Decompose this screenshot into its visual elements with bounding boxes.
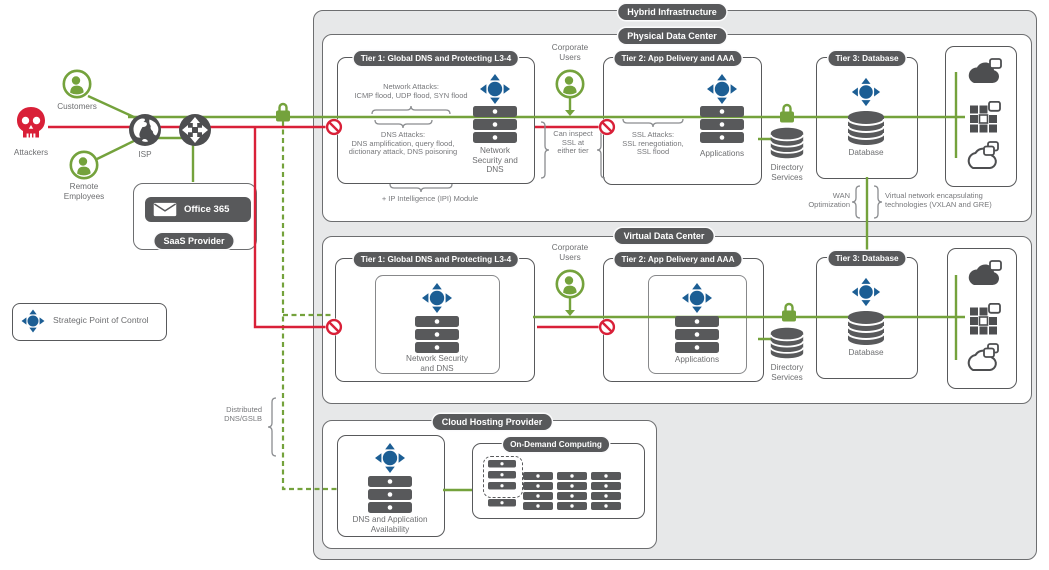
blocked-icon-physical-tier2	[598, 118, 616, 136]
virtual-tier1-label: Tier 1: Global DNS and Protecting L3-4	[353, 252, 519, 267]
office-365-label: Office 365	[184, 204, 230, 215]
customers-label: Customers	[57, 102, 97, 111]
cloud-outline-icon	[962, 141, 1002, 171]
virtual-lock-icon	[781, 301, 797, 322]
corporate-users-icon	[555, 69, 585, 99]
cloud-dns-server-icon	[368, 476, 412, 513]
attackers-label: Attackers	[13, 148, 49, 157]
virtual-directory-icon	[769, 326, 805, 360]
physical-lock-icon	[779, 102, 795, 123]
envelope-icon	[153, 202, 177, 217]
on-demand-burst-server-3	[488, 482, 516, 490]
virtual-tier2-server-icon	[675, 316, 719, 353]
virtual-tier1-server-icon	[415, 316, 459, 353]
router-icon	[178, 113, 212, 147]
on-demand-server-r3c2	[523, 492, 553, 500]
physical-tier1-spoc-icon	[478, 72, 512, 106]
cloud-outline-icon-virtual	[962, 343, 1002, 373]
virtual-database-label: Database	[848, 348, 884, 357]
physical-tier3-spoc-icon	[850, 76, 882, 108]
isp-globe-icon	[128, 113, 162, 147]
remote-employees-icon	[69, 150, 99, 180]
virtual-tier3-spoc-icon	[850, 276, 882, 308]
isp-label: ISP	[138, 150, 152, 159]
physical-database-label: Database	[848, 148, 884, 157]
virtual-tier2-spoc-icon	[680, 281, 714, 315]
corporate-users-virtual-icon	[555, 269, 585, 299]
blocked-icon-virtual-tier1	[325, 318, 343, 336]
on-demand-server-r4c4	[591, 502, 621, 510]
ipi-module-note: + IP Intelligence (IPI) Module	[381, 194, 479, 203]
physical-tier1-label: Tier 1: Global DNS and Protecting L3-4	[353, 51, 519, 66]
cloud-hosting-label: Cloud Hosting Provider	[432, 414, 552, 430]
on-demand-server-r1c3	[557, 472, 587, 480]
physical-applications-label: Applications	[699, 149, 745, 158]
virtual-tier1-spoc-icon	[420, 281, 454, 315]
ssl-attacks-note: SSL Attacks:SSL renegotiation,SSL flood	[622, 130, 684, 157]
virtual-applications-label: Applications	[674, 355, 720, 364]
office-365-badge: Office 365	[145, 197, 251, 222]
physical-tier1-server-icon	[473, 106, 517, 143]
apps-grid-icon	[967, 101, 1001, 133]
on-demand-server-r3c3	[557, 492, 587, 500]
virtual-database-icon	[846, 310, 886, 346]
edge-lock-icon	[275, 101, 291, 122]
on-demand-server-r2c4	[591, 482, 621, 490]
cloud-workload-icon-virtual	[963, 260, 1003, 288]
legend-spoc-label: Strategic Point of Control	[53, 315, 149, 325]
physical-dc-label: Physical Data Center	[618, 28, 726, 44]
physical-tier2-label: Tier 2: App Delivery and AAA	[614, 51, 742, 66]
physical-tier2-server-icon	[700, 106, 744, 143]
legend-spoc-icon	[20, 308, 46, 334]
physical-directory-icon	[769, 126, 805, 160]
physical-database-icon	[846, 110, 886, 146]
on-demand-label: On-Demand Computing	[503, 437, 609, 452]
on-demand-burst-server-1	[488, 460, 516, 468]
hybrid-infrastructure-label: Hybrid Infrastructure	[618, 4, 726, 20]
on-demand-server-r4c3	[557, 502, 587, 510]
cloud-workload-icon	[963, 58, 1003, 86]
virtual-dc-label: Virtual Data Center	[614, 228, 714, 244]
on-demand-server-r4c1	[488, 499, 516, 507]
on-demand-burst-server-2	[488, 471, 516, 479]
on-demand-server-r2c2	[523, 482, 553, 490]
on-demand-server-r2c3	[557, 482, 587, 490]
blocked-icon-virtual-tier2	[598, 318, 616, 336]
virtual-tier2-label: Tier 2: App Delivery and AAA	[614, 252, 742, 267]
customers-icon	[62, 69, 92, 99]
on-demand-server-r3c4	[591, 492, 621, 500]
on-demand-server-r1c4	[591, 472, 621, 480]
apps-grid-icon-virtual	[967, 303, 1001, 335]
on-demand-burst-box	[483, 456, 523, 498]
network-attacks-note: Network Attacks:ICMP flood, UDP flood, S…	[354, 82, 468, 100]
on-demand-server-r4c2	[523, 502, 553, 510]
blocked-icon-physical-tier1	[325, 118, 343, 136]
dns-attacks-note: DNS Attacks:DNS amplification, query flo…	[348, 130, 458, 157]
saas-provider-label: SaaS Provider	[154, 233, 234, 249]
attackers-skull-icon	[14, 106, 48, 146]
cloud-dns-spoc-icon	[373, 441, 407, 475]
physical-tier2-spoc-icon	[705, 72, 739, 106]
on-demand-server-r1c2	[523, 472, 553, 480]
physical-tier3-label: Tier 3: Database	[828, 51, 906, 66]
virtual-tier3-label: Tier 3: Database	[828, 251, 906, 266]
